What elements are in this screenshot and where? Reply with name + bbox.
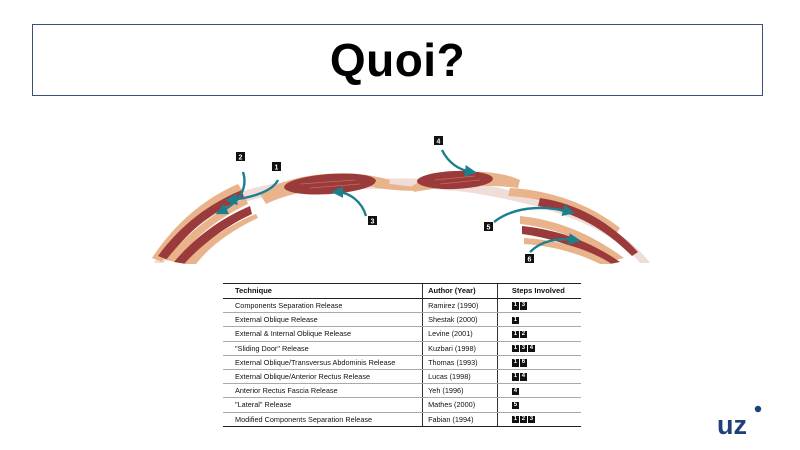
cell-author: Fabian (1994)	[422, 412, 498, 427]
step-label-2: 2	[239, 155, 243, 162]
left-lateral-muscles	[152, 184, 258, 264]
cell-technique: External & Internal Oblique Release	[223, 326, 423, 342]
cell-technique: Anterior Rectus Fascia Release	[223, 383, 423, 399]
uz-logo: uz	[717, 405, 762, 438]
arrow-2	[215, 171, 246, 215]
cell-technique: Components Separation Release	[223, 298, 423, 314]
anatomy-diagram: 1 2 3 4 5 6	[152, 136, 650, 264]
table-row: External Oblique/Transversus Abdominis R…	[223, 355, 581, 370]
step-badge: 4	[519, 373, 527, 381]
cell-technique: "Sliding Door" Release	[223, 341, 423, 356]
cell-author: Yeh (1996)	[422, 383, 498, 399]
techniques-table: Technique Author (Year) Steps Involved C…	[223, 283, 581, 427]
step-label-3: 3	[371, 219, 375, 226]
arrow-4	[440, 149, 477, 177]
step-badge: 2	[519, 415, 527, 424]
title-box: Quoi?	[32, 24, 763, 96]
step-label-4: 4	[437, 139, 441, 146]
step-badge: 1	[511, 415, 519, 424]
logo-text: uz	[717, 410, 747, 438]
cell-author: Ramirez (1990)	[422, 298, 498, 314]
arrow-1	[225, 179, 280, 206]
step-label-1: 1	[275, 165, 279, 172]
header-steps: Steps Involved	[496, 283, 581, 299]
cell-author: Thomas (1993)	[422, 355, 498, 370]
table-row: External Oblique/Anterior Rectus Release…	[223, 369, 581, 385]
techniques-table-wrap: Technique Author (Year) Steps Involved C…	[223, 283, 581, 427]
step-badges: 1 2 3 4 5 6	[236, 136, 534, 264]
step-label-6: 6	[528, 257, 532, 264]
cell-author: Levine (2001)	[422, 326, 498, 342]
step-badge: 1	[511, 330, 519, 339]
cell-author: Shestak (2000)	[422, 312, 498, 328]
cell-author: Lucas (1998)	[422, 369, 498, 385]
cell-technique: Modified Components Separation Release	[223, 412, 423, 427]
cell-steps: 1	[496, 312, 581, 328]
step-badge: 5	[511, 401, 519, 410]
release-arrows	[215, 149, 581, 253]
step-badge: 3	[519, 302, 527, 310]
logo-dot	[754, 405, 762, 413]
arrow-3	[331, 186, 368, 217]
header-author: Author (Year)	[422, 283, 498, 299]
cell-steps: 4	[496, 383, 581, 399]
step-badge: 4	[527, 344, 535, 353]
cell-steps: 5	[496, 397, 581, 413]
arrow-6	[529, 233, 581, 253]
arrow-5	[493, 204, 575, 223]
step-badge: 1	[511, 344, 519, 353]
cell-technique: External Oblique Release	[223, 312, 423, 328]
step-badge: 1	[511, 359, 519, 367]
left-rectus	[260, 173, 425, 204]
page-title: Quoi?	[329, 34, 466, 86]
step-badge: 4	[511, 387, 519, 396]
step-badge: 1	[511, 302, 519, 310]
step-badge: 6	[519, 359, 527, 367]
cell-technique: External Oblique/Transversus Abdominis R…	[223, 355, 423, 370]
cell-author: Mathes (2000)	[422, 397, 498, 413]
step-badge: 1	[511, 373, 519, 381]
peritoneum-arc	[154, 178, 650, 263]
cell-technique: "Lateral" Release	[223, 397, 423, 413]
step-badge: 1	[511, 316, 519, 325]
step-badge: 2	[519, 330, 527, 339]
cell-author: Kuzbari (1998)	[422, 341, 498, 356]
step-label-5: 5	[487, 225, 491, 232]
step-badge: 3	[519, 344, 527, 353]
header-technique: Technique	[223, 283, 423, 299]
step-badge: 3	[527, 415, 535, 424]
table-header-row: Technique Author (Year) Steps Involved	[223, 283, 581, 299]
cell-technique: External Oblique/Anterior Rectus Release	[223, 369, 423, 385]
